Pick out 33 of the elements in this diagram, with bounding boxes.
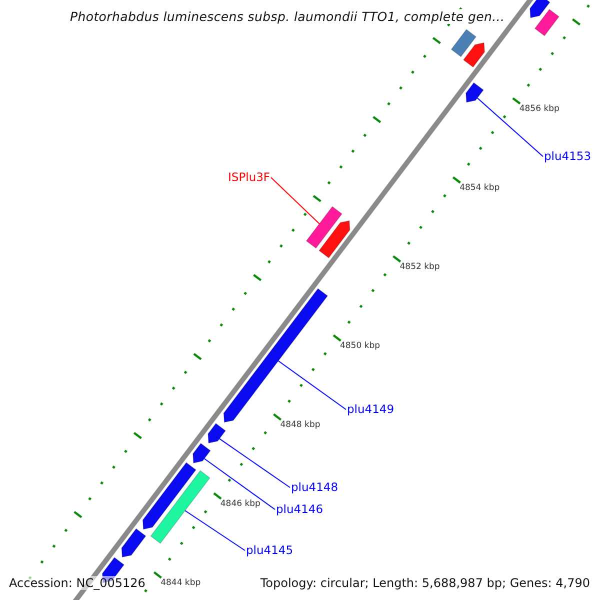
gene-block xyxy=(530,0,550,18)
leader-line xyxy=(476,97,544,157)
gene-label: plu4153 xyxy=(544,150,592,163)
scale-label: 4852 kbp xyxy=(400,262,440,272)
scale-label: 4844 kbp xyxy=(160,578,201,588)
leader-line xyxy=(204,458,276,510)
gene-block xyxy=(208,423,226,444)
scale-label: 4856 kbp xyxy=(519,104,560,114)
gene-block xyxy=(466,82,484,103)
gene-block xyxy=(463,42,485,68)
gene-bar xyxy=(306,206,342,249)
info-text: Accession: NC_005126 xyxy=(9,576,146,590)
scale-label: 4846 kbp xyxy=(220,499,260,510)
gene-label: ISPlu3F xyxy=(228,171,270,184)
gene-bar xyxy=(450,29,476,58)
gene-label: plu4148 xyxy=(291,481,338,494)
leader-line xyxy=(270,177,320,224)
gene-block xyxy=(142,462,196,530)
scale-label: 4850 kbp xyxy=(340,341,380,352)
gene-label: plu4146 xyxy=(276,503,324,516)
gene-block xyxy=(318,220,350,258)
leader-line xyxy=(278,360,346,410)
gene-block xyxy=(192,443,211,464)
scale-label: 4848 kbp xyxy=(280,420,320,430)
gene-block xyxy=(121,528,146,558)
gene-label: plu4149 xyxy=(347,403,394,416)
leader-line xyxy=(218,438,290,488)
gene-bar xyxy=(534,8,560,36)
scale-label: 4854 kbp xyxy=(460,183,500,194)
gene-label: plu4145 xyxy=(246,544,294,557)
leader-line xyxy=(184,510,246,551)
info-text: Topology: circular; Length: 5,688,987 bp; Genes: 4,790 xyxy=(260,576,590,590)
gene-bar xyxy=(150,470,210,544)
